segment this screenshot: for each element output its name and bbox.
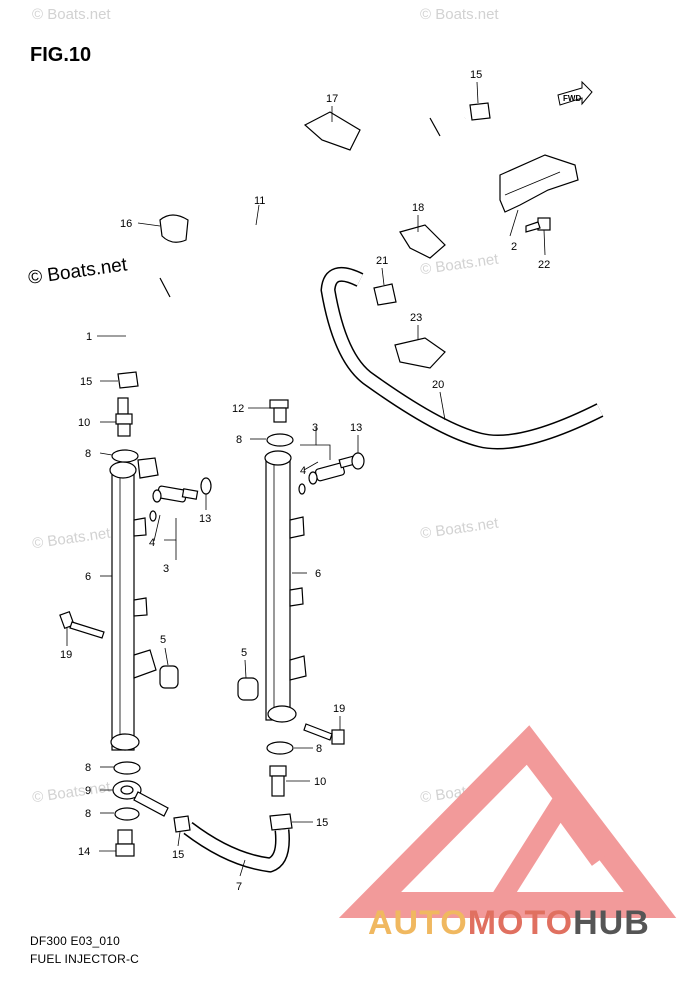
hose-20 bbox=[320, 266, 604, 450]
gasket-8-e bbox=[114, 807, 140, 821]
callout-5-right: 5 bbox=[241, 647, 247, 659]
gasket-8-b bbox=[266, 433, 294, 447]
bushing-5-left bbox=[159, 665, 179, 689]
watermark-faint: © Boats.net bbox=[420, 6, 499, 23]
gasket-8-d bbox=[113, 761, 141, 775]
callout-15-top: 15 bbox=[470, 69, 482, 81]
callout-14: 14 bbox=[78, 846, 90, 858]
callout-21: 21 bbox=[376, 255, 388, 267]
callout-3-right: 3 bbox=[312, 422, 318, 434]
clip-15-low-left bbox=[173, 815, 191, 833]
callout-10-bottom: 10 bbox=[314, 776, 326, 788]
o-ring-small-left bbox=[149, 510, 157, 522]
model-code: DF300 E03_010 bbox=[30, 934, 120, 948]
callout-10-top: 10 bbox=[78, 417, 90, 429]
brand-part-hub: HUB bbox=[573, 904, 650, 942]
banjo-fitting-9 bbox=[112, 780, 169, 817]
callout-8-a: 8 bbox=[85, 448, 91, 460]
clip-15-low-right bbox=[269, 813, 293, 831]
callout-4-right: 4 bbox=[300, 465, 306, 477]
gasket-8-a bbox=[111, 449, 139, 463]
o-ring-13-left bbox=[200, 477, 212, 495]
fwd-label: FWD bbox=[563, 94, 581, 103]
callout-15-mid: 15 bbox=[80, 376, 92, 388]
callout-6-left: 6 bbox=[85, 571, 91, 583]
callout-3-left: 3 bbox=[163, 563, 169, 575]
fuel-injector-4-right bbox=[308, 455, 356, 485]
callout-18: 18 bbox=[412, 202, 424, 214]
fuel-rail-6-left bbox=[109, 457, 159, 751]
hose-11 bbox=[121, 112, 469, 365]
callout-8-c: 8 bbox=[316, 743, 322, 755]
callout-15-low-right: 15 bbox=[316, 817, 328, 829]
bolt-22 bbox=[525, 217, 551, 233]
callout-7: 7 bbox=[236, 881, 242, 893]
clip-21 bbox=[373, 283, 397, 306]
fitting-10-bottom bbox=[269, 765, 287, 797]
clip-18 bbox=[399, 224, 446, 259]
bushing-5-right bbox=[237, 677, 259, 701]
callout-8-d: 8 bbox=[85, 762, 91, 774]
callout-9: 9 bbox=[85, 785, 91, 797]
fuel-rail-6-right bbox=[264, 450, 307, 723]
callout-8-b: 8 bbox=[236, 434, 242, 446]
callout-13-left: 13 bbox=[199, 513, 211, 525]
callout-4-left: 4 bbox=[149, 537, 155, 549]
clip-16 bbox=[159, 214, 189, 243]
callout-5-left: 5 bbox=[160, 634, 166, 646]
callout-13-right: 13 bbox=[350, 422, 362, 434]
bolt-19-left bbox=[59, 610, 105, 639]
gasket-8-c bbox=[266, 741, 294, 755]
callout-17: 17 bbox=[326, 93, 338, 105]
callout-1: 1 bbox=[86, 331, 92, 343]
o-ring-13-right bbox=[351, 452, 365, 470]
callout-16: 16 bbox=[120, 218, 132, 230]
callout-8-e: 8 bbox=[85, 808, 91, 820]
callout-labels: 1 2 3 3 4 4 5 5 6 6 7 8 8 8 8 8 8 9 10 1… bbox=[60, 69, 550, 893]
section-name: FUEL INJECTOR-C bbox=[30, 952, 140, 966]
callout-11: 11 bbox=[254, 195, 265, 207]
brand-wordmark: AUTOMOTOHUB bbox=[368, 904, 650, 943]
brand-part-moto: MOTO bbox=[467, 904, 574, 942]
figure-title: FIG.10 bbox=[30, 44, 92, 66]
hose-7 bbox=[183, 822, 290, 873]
bolt-14 bbox=[115, 829, 135, 857]
fwd-arrow-icon: FWD bbox=[557, 80, 593, 106]
callout-12: 12 bbox=[232, 403, 244, 415]
callout-19-right: 19 bbox=[333, 703, 345, 715]
fuel-injector-4-left bbox=[152, 485, 199, 503]
callout-2: 2 bbox=[511, 241, 517, 253]
bracket-2 bbox=[499, 154, 579, 213]
clip-15-top bbox=[469, 102, 491, 121]
clip-23 bbox=[394, 337, 446, 369]
bolt-19-right bbox=[303, 723, 345, 745]
watermark-faint: © Boats.net bbox=[32, 6, 111, 23]
callout-20: 20 bbox=[432, 379, 444, 391]
clip-17 bbox=[303, 111, 361, 151]
callout-15-low-left: 15 bbox=[172, 849, 184, 861]
callout-23: 23 bbox=[410, 312, 422, 324]
brand-part-auto: AUTO bbox=[368, 904, 468, 942]
callout-6-right: 6 bbox=[315, 568, 321, 580]
leader-lines bbox=[66, 81, 546, 877]
callout-22: 22 bbox=[538, 259, 550, 271]
fitting-10-top bbox=[115, 397, 133, 437]
o-ring-small-right bbox=[298, 483, 306, 495]
callout-19-left: 19 bbox=[60, 649, 72, 661]
plug-12 bbox=[269, 399, 289, 423]
clip-15-mid bbox=[117, 371, 139, 389]
brand-logo-triangle bbox=[338, 725, 677, 918]
